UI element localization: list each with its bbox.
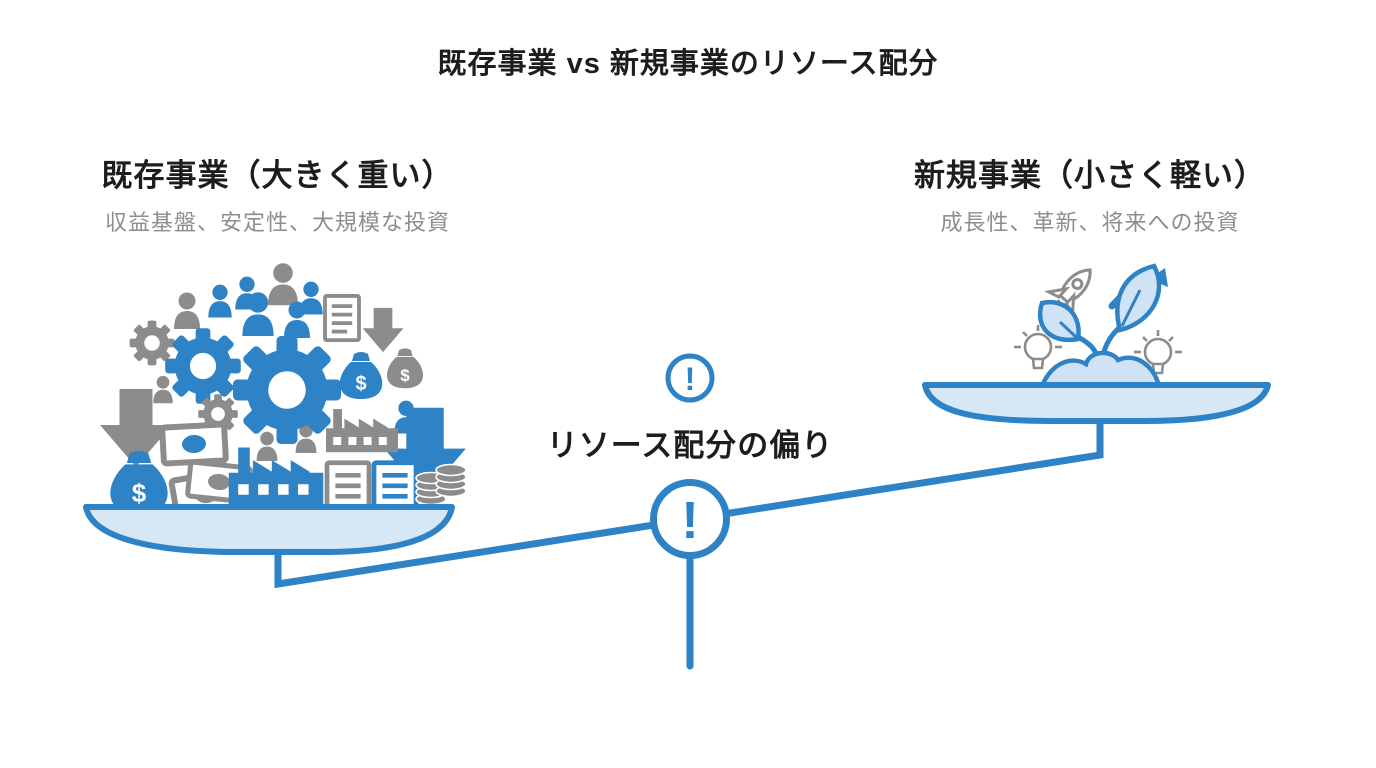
- right-scale-pan: [922, 382, 1271, 424]
- existing-business-icons: $ $ $: [100, 263, 467, 521]
- svg-text:!: !: [681, 492, 698, 550]
- gear-icon: [129, 320, 175, 366]
- down-arrow-icon: [362, 307, 404, 353]
- svg-text:$: $: [355, 373, 366, 395]
- money-bag-icon: $: [339, 352, 383, 399]
- left-heading: 既存事業（大きく重い）: [101, 158, 454, 193]
- left-column-header: 既存事業（大きく重い） 収益基盤、安定性、大規模な投資: [40, 150, 515, 237]
- gear-icon: [165, 328, 241, 404]
- money-bag-icon: $: [110, 450, 168, 515]
- money-bag-icon: $: [386, 348, 424, 389]
- imbalance-label: リソース配分の偏り: [546, 428, 834, 463]
- document-icon: [323, 293, 361, 343]
- svg-text:$: $: [132, 478, 147, 508]
- factory-icon: [326, 409, 398, 453]
- right-column-header: 新規事業（小さく軽い） 成長性、革新、将来への投資: [850, 150, 1330, 237]
- gear-icon: [233, 336, 341, 444]
- svg-text:$: $: [400, 366, 410, 385]
- sprout-icon: [1038, 263, 1162, 389]
- left-subheading: 収益基盤、安定性、大規模な投資: [104, 210, 450, 235]
- pivot-warning-icon: !: [650, 479, 730, 559]
- banknote-icon: [159, 421, 229, 467]
- right-heading: 新規事業（小さく軽い）: [914, 158, 1266, 193]
- right-subheading: 成長性、革新、将来への投資: [940, 210, 1240, 235]
- left-scale-pan: [83, 504, 455, 555]
- svg-text:!: !: [685, 361, 696, 397]
- coins-stack-icon: [435, 463, 467, 498]
- alert-circle-icon: !: [665, 353, 715, 403]
- page-title: 既存事業 vs 新規事業のリソース配分: [437, 48, 939, 80]
- new-business-icons: [1012, 263, 1184, 389]
